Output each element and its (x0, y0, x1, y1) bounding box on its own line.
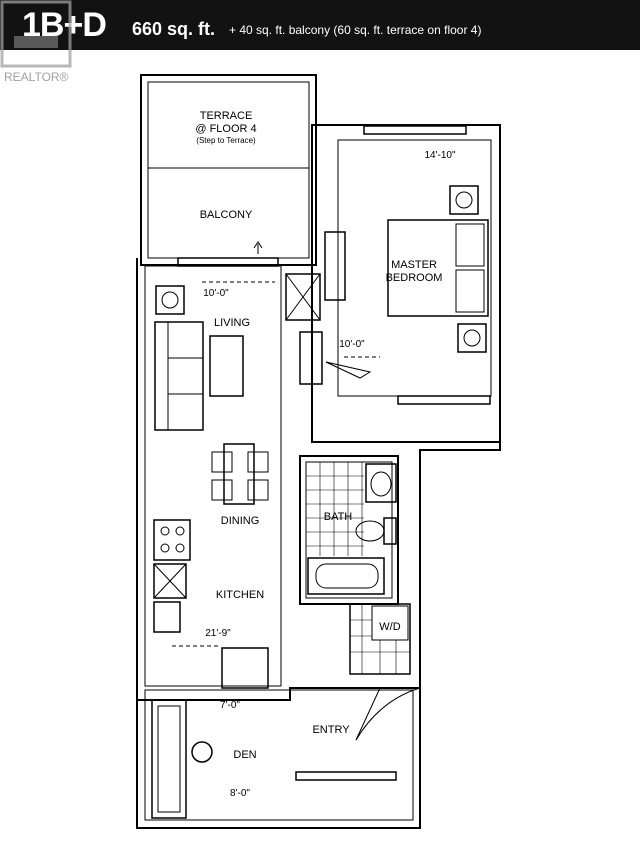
realtor-house-icon (0, 0, 72, 68)
kitchen-label: KITCHEN (216, 589, 264, 601)
bath-tile-grid (306, 462, 364, 556)
den-outline (136, 688, 421, 829)
master-block-outline (311, 124, 501, 443)
nightstand-bottom (457, 323, 487, 353)
nightstand-top (449, 185, 479, 215)
fridge (153, 563, 187, 599)
realtor-logo: REALTOR® (0, 0, 74, 88)
den-label: DEN (233, 749, 256, 761)
den-desk (151, 699, 187, 819)
terrace-title: TERRACE (200, 110, 253, 122)
kitchen-sink (153, 601, 181, 633)
coffee-table (209, 335, 244, 397)
bath-label: BATH (324, 511, 353, 523)
master-closet-sliding-door (397, 395, 491, 405)
vanity (365, 463, 397, 503)
balcony-label: BALCONY (200, 209, 253, 221)
master-door (325, 361, 372, 379)
master-dresser (324, 231, 346, 301)
living-window (177, 257, 279, 267)
washer-dryer (371, 605, 409, 641)
kitchen-island (221, 647, 269, 689)
den-chair (191, 741, 213, 763)
master-window (363, 125, 467, 135)
unit-outline-upper (136, 258, 501, 701)
master-width-dim: 14'-10" (424, 150, 455, 161)
terrace-note: (Step to Terrace) (196, 136, 256, 145)
master-bed (387, 219, 489, 317)
dining-table (223, 443, 255, 505)
living-label: LIVING (214, 317, 250, 329)
area-main: 660 sq. ft. (132, 19, 216, 39)
master-label-2: BEDROOM (386, 272, 443, 284)
master-label-1: MASTER (391, 259, 437, 271)
terrace-outline (140, 74, 317, 266)
toilet-bowl (355, 520, 385, 542)
entry-label: ENTRY (312, 724, 350, 736)
toilet-tank (383, 517, 397, 545)
terrace-floor: @ FLOOR 4 (195, 123, 256, 135)
master-depth-dim: 10'-0" (339, 339, 365, 350)
dining-label: DINING (221, 515, 260, 527)
sofa (154, 321, 204, 431)
bathtub (307, 557, 385, 595)
closet-shelf (299, 331, 323, 385)
entry-door-swing (355, 687, 421, 741)
living-lamp-table (155, 285, 185, 315)
kitchen-length-dim: 21'-9" (205, 628, 231, 639)
den-window (295, 771, 397, 781)
laundry-tile-grid (350, 604, 410, 674)
cooktop (153, 519, 191, 561)
laundry-label: W/D (379, 621, 400, 633)
area-extra: + 40 sq. ft. balcony (60 sq. ft. terrace… (229, 23, 482, 37)
living-width-dim: 10'-0" (203, 288, 229, 299)
den-depth-dim: 8'-0" (230, 788, 250, 799)
bath-outline (299, 455, 399, 605)
den-width-dim: 7'-0" (220, 700, 240, 711)
header-bar: 1B+D 660 sq. ft. + 40 sq. ft. balcony (6… (0, 0, 640, 50)
realtor-wordmark: REALTOR® (4, 70, 69, 84)
hall-closet (285, 273, 321, 321)
